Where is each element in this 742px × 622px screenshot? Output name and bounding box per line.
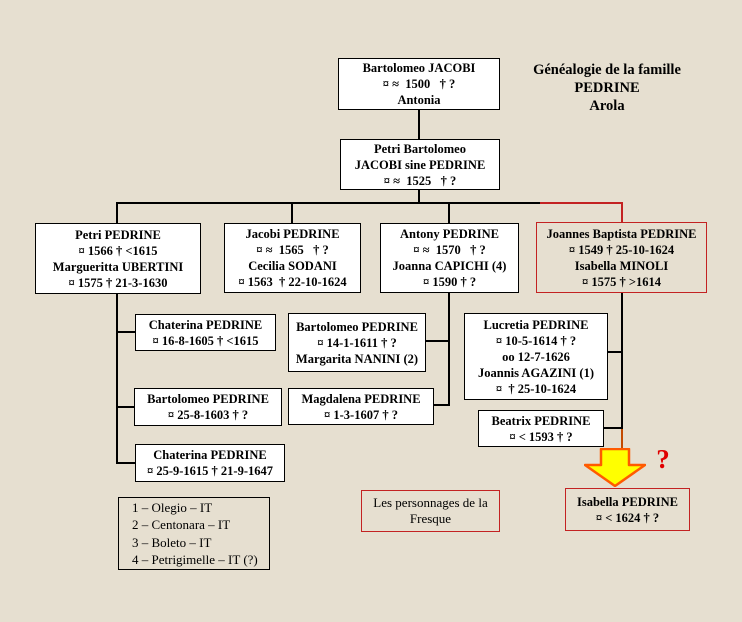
person-spouse: Isabella MINOLI — [574, 258, 669, 273]
person-box-chaterina-1605: Chaterina PEDRINE ¤ 16-8-1605 † <1615 — [135, 314, 276, 351]
person-dates: ¤ 1563 † 22-10-1624 — [238, 275, 347, 289]
person-box-isabella-pedrine: Isabella PEDRINE ¤ < 1624 † ? — [565, 488, 690, 531]
legend-item: 3 – Boleto – IT — [132, 534, 212, 550]
title-line: Généalogie de la famille — [533, 62, 681, 78]
person-box-magdalena-pedrine: Magdalena PEDRINE ¤ 1-3-1607 † ? — [288, 388, 434, 425]
person-box-bartolomeo-1603: Bartolomeo PEDRINE ¤ 25-8-1603 † ? — [134, 388, 282, 426]
place-legend: 1 – Olegio – IT 2 – Centonara – IT 3 – B… — [118, 497, 270, 570]
person-box-antony-pedrine: Antony PEDRINE ¤ ≈ 1570 † ? Joanna CAPIC… — [380, 223, 519, 293]
person-name: Isabella PEDRINE — [576, 494, 679, 509]
connector-bus — [116, 202, 540, 204]
connector-line — [448, 202, 450, 223]
connector-line — [116, 462, 135, 464]
person-name: Joannes Baptista PEDRINE — [546, 226, 697, 241]
fresque-note-line: Fresque — [409, 511, 452, 526]
diagram-title: Généalogie de la famille PEDRINE Arola — [518, 61, 696, 115]
person-name: Beatrix PEDRINE — [491, 413, 591, 428]
person-box-petri-pedrine: Petri PEDRINE ¤ 1566 † <1615 Margueritta… — [35, 223, 201, 294]
person-spouse: Antonia — [397, 93, 441, 107]
person-box-chaterina-1615: Chaterina PEDRINE ¤ 25-9-1615 † 21-9-164… — [135, 444, 285, 482]
connector-line — [116, 331, 135, 333]
person-dates: ¤ 25-9-1615 † 21-9-1647 — [146, 464, 274, 478]
connector-line — [418, 110, 420, 139]
person-dates: ¤ 1-3-1607 † ? — [324, 407, 398, 422]
person-name: Petri Bartolomeo — [374, 141, 466, 156]
person-dates: ¤ 1575 † 21-3-1630 — [68, 275, 168, 290]
person-dates: ¤ ≈ 1565 † ? — [256, 243, 329, 257]
person-box-bartolomeo-1611: Bartolomeo PEDRINE ¤ 14-1-1611 † ? Marga… — [288, 313, 426, 372]
person-dates: ¤ < 1624 † ? — [595, 510, 660, 525]
person-name: Lucretia PEDRINE — [483, 317, 589, 332]
legend-item: 1 – Olegio – IT — [132, 499, 213, 515]
connector-line — [604, 427, 622, 429]
person-box-bartolomeo-jacobi: Bartolomeo JACOBI ¤ ≈ 1500 † ? Antonia — [338, 58, 500, 110]
person-box-joannes-baptista-pedrine: Joannes Baptista PEDRINE ¤ 1549 † 25-10-… — [536, 222, 707, 293]
person-box-jacobi-pedrine: Jacobi PEDRINE ¤ ≈ 1565 † ? Cecilia SODA… — [224, 223, 361, 293]
connector-line — [116, 406, 135, 408]
person-dates: ¤ ≈ 1525 † ? — [383, 173, 457, 188]
person-spouse: Margarita NANINI (2) — [295, 351, 419, 366]
person-dates: ¤ 1549 † 25-10-1624 — [568, 242, 675, 257]
fresque-note-line: Les personnages de la — [373, 495, 488, 510]
person-dates: ¤ 1566 † <1615 — [78, 243, 158, 258]
connector-line — [621, 293, 623, 429]
connector-line — [434, 404, 449, 406]
person-box-lucretia-pedrine: Lucretia PEDRINE ¤ 10-5-1614 † ? oo 12-7… — [464, 313, 608, 400]
connector-line — [448, 293, 450, 406]
person-spouse: Cecilia SODANI — [248, 259, 337, 273]
person-spouse: Margueritta UBERTINI — [52, 259, 184, 274]
person-name: Chaterina PEDRINE — [153, 448, 267, 462]
connector-line — [426, 340, 449, 342]
connector-line-orange — [621, 429, 623, 451]
person-spouse: Joannis AGAZINI (1) — [478, 365, 594, 380]
person-name: Magdalena PEDRINE — [301, 391, 421, 406]
person-dates: ¤ 1590 † ? — [422, 275, 477, 289]
title-line: PEDRINE — [574, 80, 640, 96]
person-dates: ¤ 25-8-1603 † ? — [167, 408, 249, 422]
legend-item: 2 – Centonara – IT — [132, 517, 231, 532]
person-name: JACOBI sine PEDRINE — [354, 157, 486, 172]
person-name: Bartolomeo JACOBI — [362, 61, 476, 75]
person-name: Bartolomeo PEDRINE — [296, 319, 418, 334]
person-name: Chaterina PEDRINE — [148, 317, 263, 332]
person-name: Bartolomeo PEDRINE — [147, 392, 269, 406]
title-line: Arola — [589, 98, 625, 114]
connector-line — [116, 202, 118, 223]
person-box-beatrix-pedrine: Beatrix PEDRINE ¤ < 1593 † ? — [478, 410, 604, 447]
person-name: Jacobi PEDRINE — [245, 227, 340, 241]
person-dates: ¤ ≈ 1500 † ? — [382, 77, 456, 91]
connector-line — [418, 190, 420, 203]
person-dates: ¤ < 1593 † ? — [509, 429, 573, 444]
person-dates: ¤ 1575 † >1614 — [582, 274, 661, 289]
person-dates: ¤ 10-5-1614 † ? — [495, 333, 577, 348]
person-name: Petri PEDRINE — [75, 227, 161, 242]
legend-item: 4 – Petrigimelle – IT (?) — [132, 552, 258, 567]
person-box-petri-bartolomeo: Petri Bartolomeo JACOBI sine PEDRINE ¤ ≈… — [340, 139, 500, 190]
connector-line — [291, 202, 293, 223]
person-dates: ¤ 14-1-1611 † ? — [317, 335, 397, 350]
person-dates: ¤ ≈ 1570 † ? — [413, 243, 486, 257]
person-dates: ¤ 16-8-1605 † <1615 — [152, 333, 259, 348]
person-name: Antony PEDRINE — [400, 227, 499, 241]
marriage-date: oo 12-7-1626 — [502, 349, 570, 364]
connector-line — [608, 351, 622, 353]
connector-bus-red — [540, 202, 623, 204]
person-spouse: Joanna CAPICHI (4) — [392, 259, 507, 273]
question-mark: ? — [656, 444, 670, 474]
down-arrow-icon — [584, 448, 646, 487]
person-dates: ¤ † 25-10-1624 — [495, 381, 577, 396]
connector-line-red — [621, 202, 623, 222]
fresque-note-box: Les personnages de la Fresque — [361, 490, 500, 532]
connector-line — [116, 294, 118, 463]
